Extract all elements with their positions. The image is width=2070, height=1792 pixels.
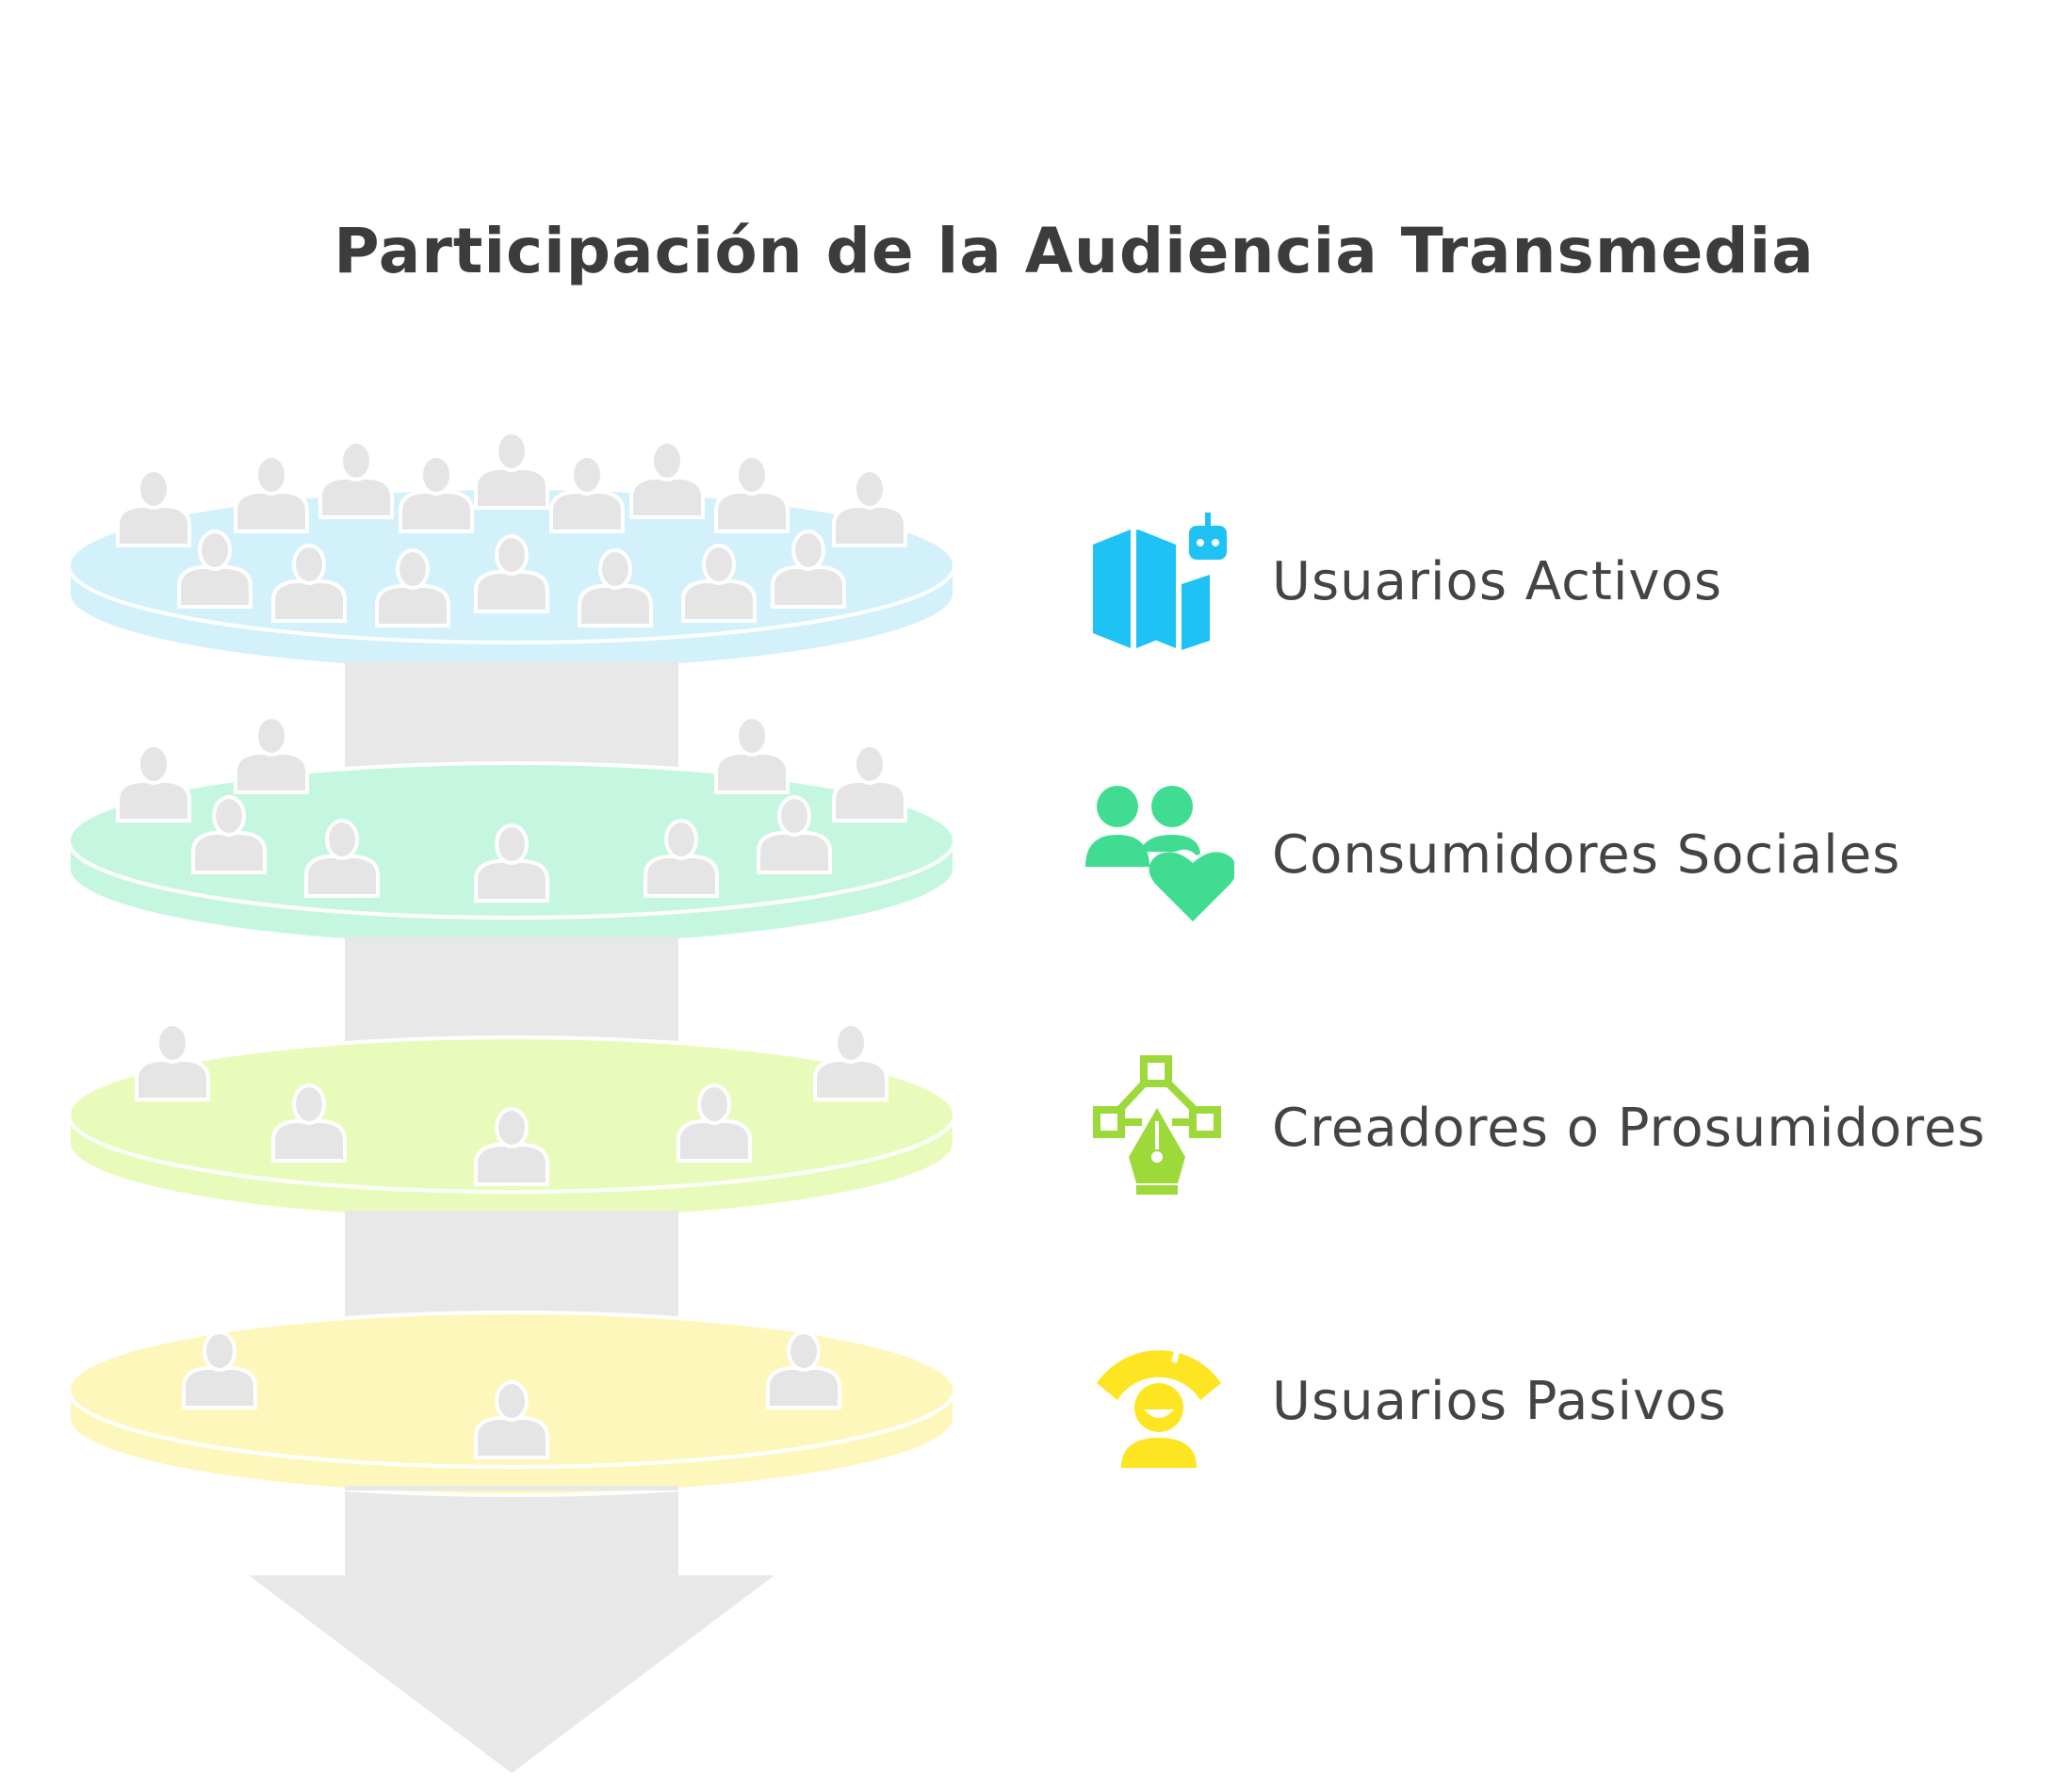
- person-icon: [813, 1022, 888, 1101]
- pen-nodes-icon: [1093, 1055, 1221, 1195]
- person-icon: [578, 548, 653, 627]
- person-icon: [474, 823, 549, 903]
- people-heart-icon: [1085, 786, 1234, 921]
- person-icon: [304, 819, 380, 898]
- person-icon: [629, 440, 705, 519]
- shaft-segment: [345, 1486, 678, 1491]
- person-icon: [766, 1330, 841, 1409]
- person-icon: [681, 544, 757, 623]
- level-label-creadores-prosumidores: Creadores o Prosumidores: [1272, 1098, 1986, 1159]
- person-icon: [832, 743, 907, 823]
- person-icon: [832, 468, 907, 547]
- person-icon: [191, 795, 267, 874]
- person-icon: [474, 534, 549, 613]
- audience-funnel-diagram: [67, 431, 956, 1773]
- level-label-usuarios-pasivos: Usuarios Pasivos: [1272, 1371, 1727, 1432]
- people-group: [116, 715, 907, 903]
- person-icon: [135, 1022, 210, 1101]
- person-icon: [234, 715, 309, 794]
- person-icon: [116, 743, 191, 823]
- person-icon: [549, 454, 625, 533]
- person-icon: [177, 529, 253, 609]
- person-icon: [714, 715, 790, 794]
- person-icon: [714, 454, 790, 533]
- people-group: [135, 1022, 888, 1186]
- people-group: [116, 431, 907, 627]
- person-icon: [474, 1107, 549, 1186]
- level-label-consumidores-sociales: Consumidores Sociales: [1272, 824, 1901, 886]
- person-icon: [375, 548, 450, 627]
- person-icon: [399, 454, 474, 533]
- person-icon: [771, 529, 846, 609]
- person-icon: [116, 468, 191, 547]
- people-group: [182, 1330, 841, 1459]
- map-robot-icon: [1093, 513, 1227, 650]
- person-icon: [644, 819, 719, 898]
- person-icon: [182, 1330, 257, 1409]
- down-arrow: [249, 1489, 774, 1773]
- level-label-usuarios-activos: Usuarios Activos: [1272, 551, 1722, 612]
- person-icon: [234, 454, 309, 533]
- diagram-title: Participación de la Audiencia Transmedia: [334, 215, 1815, 287]
- person-icon: [474, 1380, 549, 1459]
- person-icon: [271, 1083, 347, 1163]
- person-icon: [474, 431, 549, 510]
- person-icon: [271, 544, 347, 623]
- person-icon: [676, 1083, 752, 1163]
- person-icon: [757, 795, 832, 874]
- listener-gauge-icon: [1097, 1341, 1221, 1468]
- person-icon: [318, 440, 394, 519]
